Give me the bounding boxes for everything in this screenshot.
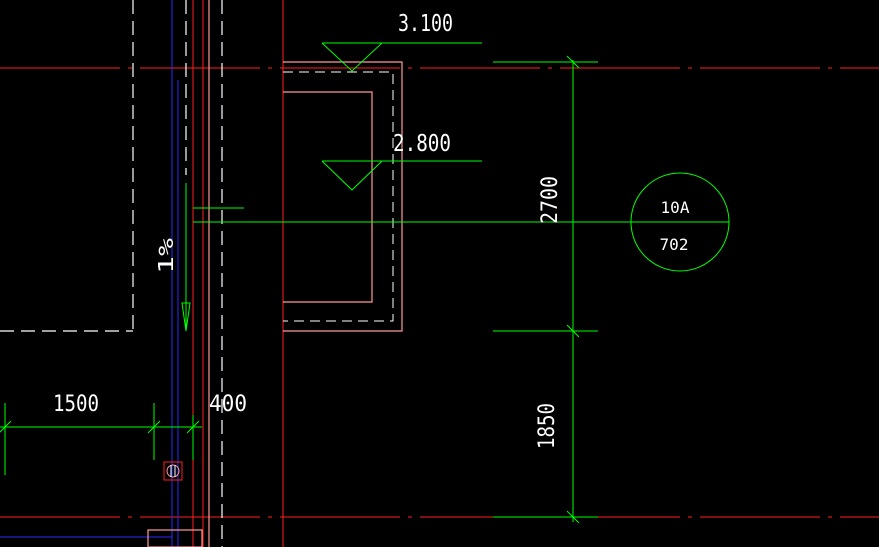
- level-marker-lower: [321, 160, 482, 191]
- dashed-outlines: [0, 0, 223, 547]
- horizontal-tick-right: [186, 420, 200, 434]
- window-dashed-outline: [283, 71, 394, 322]
- slope-arrow: [181, 183, 191, 332]
- horizontal-tick-left: [0, 420, 12, 433]
- vertical-tick-bottom: [566, 510, 580, 524]
- dimension-height-lower-label: 1850: [535, 403, 560, 449]
- level-upper-label: 3.100: [398, 11, 453, 37]
- horizontal-tick-middle: [147, 420, 161, 434]
- vertical-tick-top: [566, 55, 580, 69]
- level-upper-triangle-icon: [321, 42, 383, 72]
- vertical-dimension: [493, 55, 598, 524]
- level-lower-label: 2.800: [393, 131, 451, 157]
- floor-drain-icon: [163, 461, 183, 481]
- wall-lower-strip: [147, 529, 203, 547]
- dimension-width-left-label: 1500: [53, 392, 99, 417]
- detail-bubble-top-text: 10A: [661, 198, 690, 217]
- detail-bubble-bottom-text: 702: [660, 235, 689, 254]
- leader: [193, 207, 632, 223]
- window-inner-frame: [283, 91, 373, 303]
- horizontal-dimension: [0, 403, 202, 475]
- pipe: [0, 0, 179, 547]
- window-outer-frame: [283, 61, 403, 332]
- level-marker-upper: [321, 42, 482, 72]
- detail-bubble: 10A 702: [630, 172, 730, 272]
- slope-label: 1%: [154, 238, 178, 274]
- level-lower-triangle-icon: [321, 160, 383, 191]
- slope-arrow-head-icon: [181, 302, 191, 332]
- vertical-tick-middle: [566, 324, 580, 338]
- dimension-width-right-label: 400: [209, 392, 247, 417]
- window-dashed-frame: [283, 71, 394, 322]
- dimension-height-upper-label: 2700: [538, 176, 563, 224]
